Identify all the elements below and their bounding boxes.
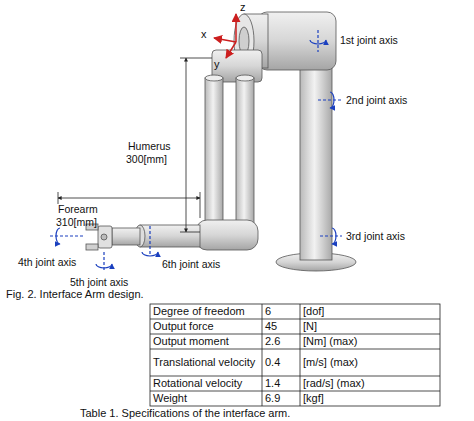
figure-label: 5th joint axis xyxy=(70,276,128,288)
figure-label: 1st joint axis xyxy=(340,34,398,46)
figure-label: 4th joint axis xyxy=(18,256,76,268)
table-cell: [m/s] (max) xyxy=(303,349,438,376)
table-cell: 6 xyxy=(265,304,299,319)
figure-label: Humerus xyxy=(128,140,171,152)
table-cell: 2.6 xyxy=(265,334,299,349)
figure-label: Table 1. Specifications of the interface… xyxy=(80,407,290,420)
table-cell: 6.9 xyxy=(265,391,299,406)
figure-label: 6th joint axis xyxy=(162,258,220,270)
table-cell: Translational velocity xyxy=(153,349,259,376)
figure-label: Forearm xyxy=(58,203,98,215)
table-cell: Output force xyxy=(153,319,259,334)
table-cell: [kgf] xyxy=(303,391,438,406)
table-cell: [Nm] (max) xyxy=(303,334,438,349)
spec-table xyxy=(150,304,440,406)
figure-label: z xyxy=(240,1,246,14)
table-cell: [N] xyxy=(303,319,438,334)
table-cell: Weight xyxy=(153,391,259,406)
table-cell: Output moment xyxy=(153,334,259,349)
table-cell: Degree of freedom xyxy=(153,304,259,319)
table-cell: Rotational velocity xyxy=(153,376,259,391)
figure-label: 3rd joint axis xyxy=(346,230,405,242)
table-cell: [rad/s] (max) xyxy=(303,376,438,391)
figure-label: y xyxy=(214,58,220,71)
table-cell: [dof] xyxy=(303,304,438,319)
table-cell: 0.4 xyxy=(265,349,299,376)
figure-label: 2nd joint axis xyxy=(346,94,407,106)
figure-label: 310[mm] xyxy=(56,216,97,228)
figure-label: 300[mm] xyxy=(126,153,167,165)
figure-caption: Fig. 2. Interface Arm design. xyxy=(6,288,144,301)
table-cell: 1.4 xyxy=(265,376,299,391)
figure-label: x xyxy=(201,28,207,41)
table-cell: 45 xyxy=(265,319,299,334)
